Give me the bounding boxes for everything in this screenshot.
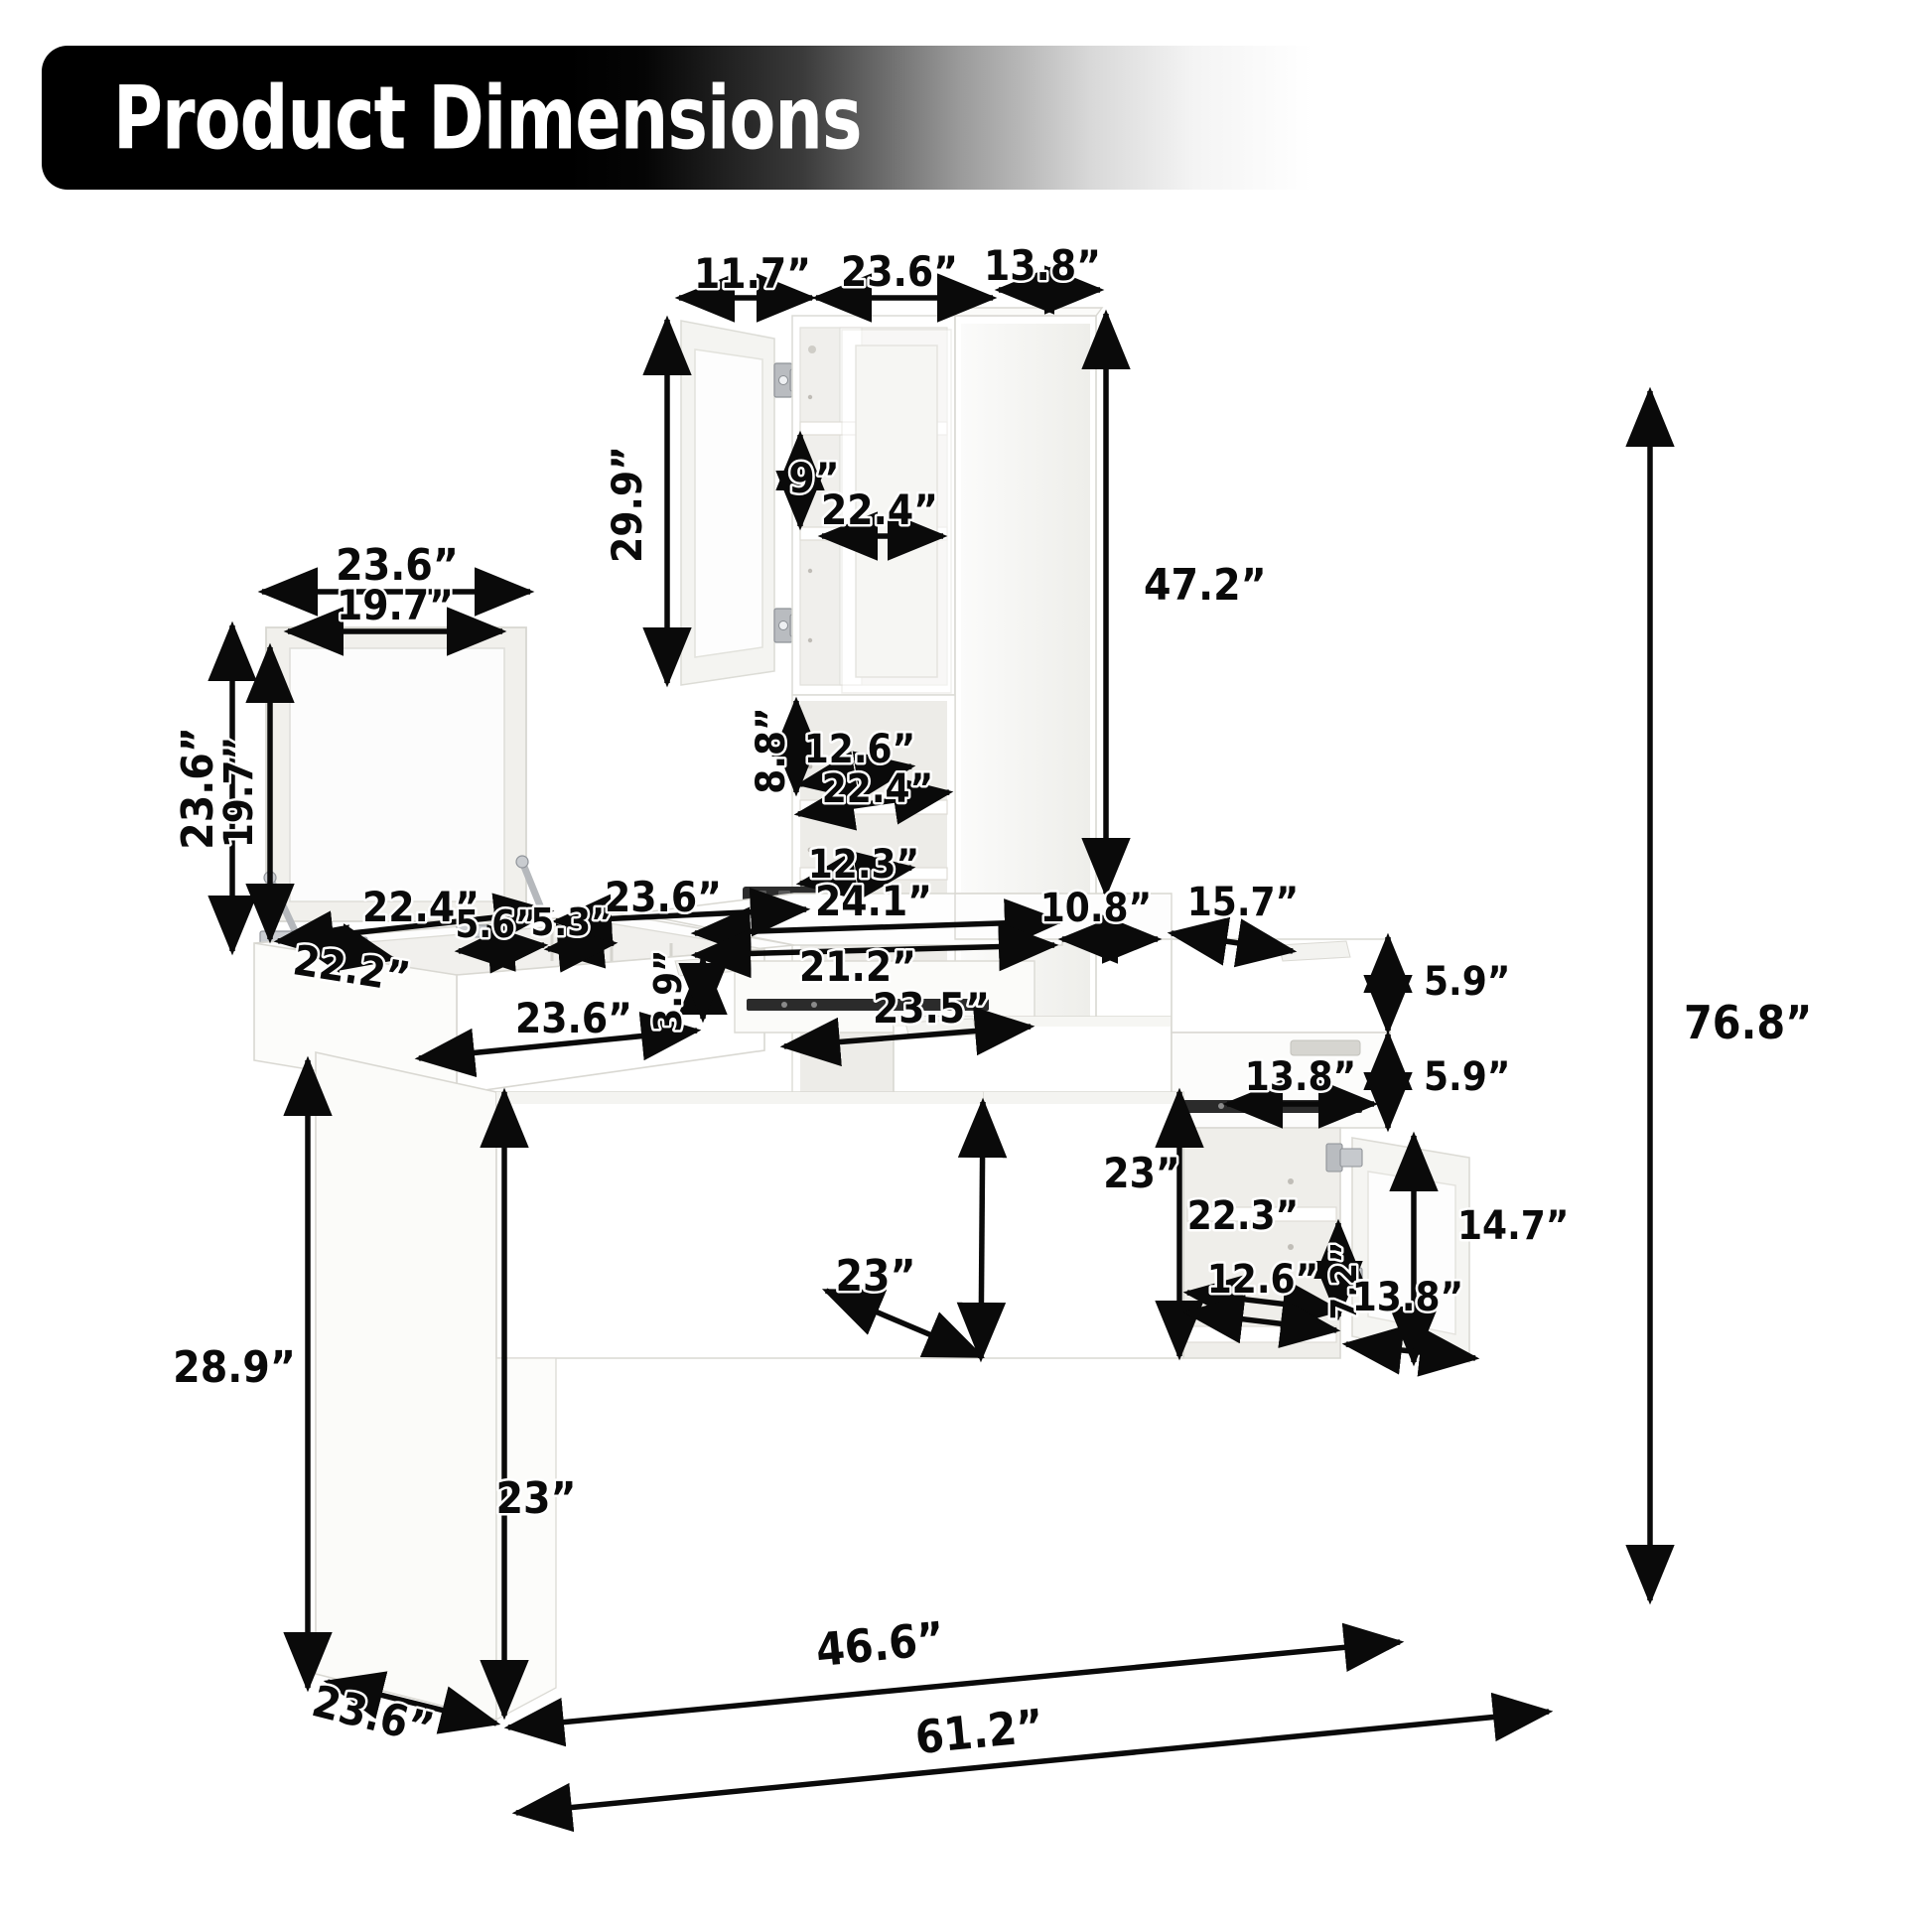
label-mirror-glass-width: 19.7” bbox=[337, 581, 454, 629]
label-mirror-lid-height: 23.6” bbox=[173, 727, 223, 850]
dimline-22-2 bbox=[285, 923, 398, 973]
dimline-15-7 bbox=[1167, 916, 1298, 968]
label-desk-width-inner: 46.6” bbox=[814, 1611, 947, 1677]
label-divider-a: 5.6” bbox=[455, 902, 537, 946]
label-desk-height: 28.9” bbox=[173, 1342, 296, 1393]
label-cabinet-base-depth: 13.8” bbox=[1352, 1275, 1463, 1320]
label-hutch-door-width: 11.7” bbox=[694, 249, 811, 298]
label-drawer-inner-width: 21.2” bbox=[799, 942, 916, 991]
label-open-shelf-height: 8.8” bbox=[749, 707, 794, 793]
label-overall-width: 61.2” bbox=[913, 1699, 1046, 1764]
label-tower-height: 47.2” bbox=[1144, 560, 1267, 611]
label-open-shelf-depth: 12.6” bbox=[804, 727, 915, 772]
label-divider-b: 5.3” bbox=[530, 900, 613, 944]
label-outlet-shelf-depth: 12.3” bbox=[808, 842, 919, 888]
label-cabinet-shelf-depth: 12.6” bbox=[1207, 1257, 1318, 1303]
dimline-5-6 bbox=[454, 922, 549, 974]
dimline-12-3 bbox=[795, 851, 916, 900]
label-hutch-body-width: 23.6” bbox=[841, 247, 958, 296]
label-cabinet-door-height: 14.7” bbox=[1457, 1203, 1569, 1249]
label-left-cabinet-width: 23.6” bbox=[515, 994, 632, 1042]
label-desk-top-right-width: 24.1” bbox=[815, 877, 932, 925]
label-side-panel-depth: 15.7” bbox=[1187, 880, 1299, 925]
flip-mirror-lid bbox=[265, 626, 527, 922]
dimline-23-6-depth bbox=[323, 1671, 501, 1734]
label-drawer-clearance: 3.9” bbox=[646, 949, 690, 1032]
dimline-23-6-front bbox=[414, 1011, 702, 1078]
label-cabinet-shelf-gap: 7.2” bbox=[1324, 1242, 1365, 1320]
label-hutch-height: 29.9” bbox=[603, 446, 651, 563]
dimline-12-6-cab bbox=[1182, 1295, 1341, 1348]
label-cabinet-inner-height: 23” bbox=[1103, 1149, 1179, 1197]
dimline-13-8-base bbox=[1341, 1325, 1480, 1377]
dimline-23-pedestal bbox=[956, 1097, 1008, 1363]
dimline-61-2 bbox=[511, 1692, 1554, 1833]
label-hutch-shelf-width: 22.4” bbox=[821, 485, 938, 534]
hutch-right-door bbox=[841, 329, 952, 694]
label-leg-height: 23” bbox=[495, 1473, 576, 1524]
label-drawer-height-top: 5.9” bbox=[1424, 959, 1510, 1005]
label-leg-depth-a: 23” bbox=[835, 1251, 915, 1302]
product-dimensions-banner: Product Dimensions bbox=[42, 46, 1352, 190]
label-lid-inner-width: 22.4” bbox=[362, 883, 480, 931]
page-title: Product Dimensions bbox=[113, 67, 863, 169]
label-cabinet-door-width: 13.8” bbox=[1245, 1054, 1356, 1100]
label-gap-right: 10.8” bbox=[1040, 886, 1152, 931]
label-mirror-lid-width: 23.6” bbox=[336, 540, 459, 591]
dimline-5-3 bbox=[543, 919, 619, 973]
label-open-shelf-width: 22.4” bbox=[822, 766, 933, 812]
label-center-drawer-width: 23.5” bbox=[873, 984, 990, 1033]
label-tower-depth-top: 13.8” bbox=[984, 241, 1101, 290]
label-cabinet-shelf-width: 22.3” bbox=[1187, 1193, 1299, 1239]
cabinet-door-open bbox=[1351, 1137, 1470, 1363]
dimline-23-5 bbox=[779, 1006, 1035, 1067]
cabinet-hinge-upper bbox=[1325, 1143, 1363, 1173]
label-overall-height: 76.8” bbox=[1684, 996, 1812, 1049]
label-mirror-glass-height: 19.7” bbox=[216, 737, 262, 848]
hutch-left-door-open bbox=[680, 320, 775, 686]
label-desk-top-left-width: 23.6” bbox=[605, 873, 722, 921]
label-hutch-shelf-gap: 9” bbox=[788, 454, 839, 502]
dimline-22-4-open bbox=[793, 775, 954, 831]
dimension-labels: 11.7” 23.6” 13.8” 29.9” 9” 22.4” 47.2” 8… bbox=[171, 239, 1815, 1767]
dimension-lines bbox=[207, 265, 1675, 1833]
dimline-23-pedestal-d bbox=[821, 1288, 986, 1359]
label-drawer-height-bottom: 5.9” bbox=[1424, 1054, 1510, 1100]
center-pedestal bbox=[982, 1091, 1184, 1359]
dimline-21-2 bbox=[690, 921, 1059, 979]
banner-title-wrap: Product Dimensions bbox=[113, 67, 983, 169]
